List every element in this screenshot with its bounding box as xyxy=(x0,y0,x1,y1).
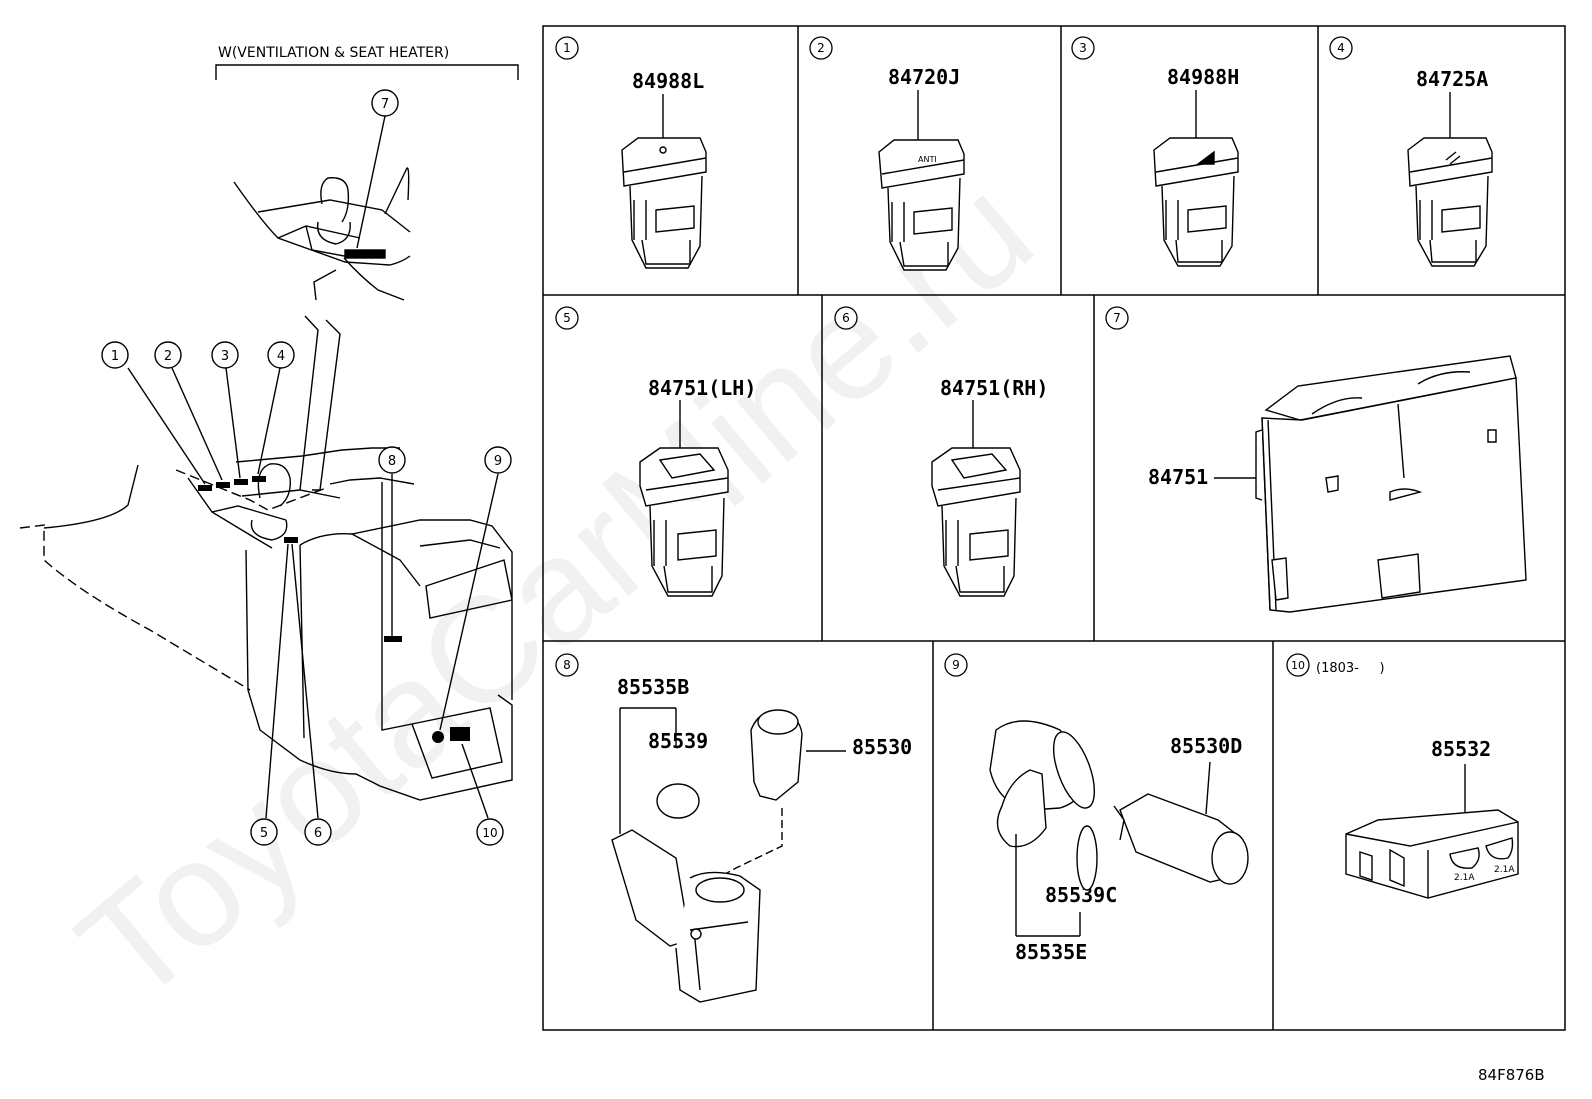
overview-callout-numbers: 1 2 3 4 5 6 7 8 9 10 xyxy=(111,97,502,841)
switch-panel-6 xyxy=(931,400,1021,597)
part-labels: 84988L 84720J 84988H 84725A 84751(LH) 84… xyxy=(617,65,1491,964)
socket-panel-9 xyxy=(989,720,1249,937)
callout-3 xyxy=(211,341,239,369)
callout-2 xyxy=(154,341,182,369)
panel-index-8: 8 xyxy=(563,658,571,672)
part-label-84988L: 84988L xyxy=(632,69,704,93)
svg-text:2: 2 xyxy=(164,349,172,364)
svg-text:6: 6 xyxy=(314,826,322,841)
overview-console xyxy=(19,315,513,819)
svg-text:ANTI: ANTI xyxy=(918,155,937,164)
callout-8 xyxy=(378,446,406,474)
switch-panel-2: ANTI xyxy=(878,90,965,271)
callout-4 xyxy=(267,341,295,369)
variant-label: W(VENTILATION & SEAT HEATER) xyxy=(218,45,449,61)
switch-panel-4 xyxy=(1407,92,1493,267)
svg-text:3: 3 xyxy=(221,349,229,364)
lighter-panel-8 xyxy=(611,707,846,1003)
svg-text:7: 7 xyxy=(381,97,389,112)
part-label-85535E: 85535E xyxy=(1015,940,1087,964)
usb-panel-10: 2.1A 2.1A xyxy=(1345,764,1519,899)
panel-index-4: 4 xyxy=(1337,41,1345,55)
panel-index-3: 3 xyxy=(1079,41,1087,55)
panel-index-7: 7 xyxy=(1113,311,1121,325)
callout-10 xyxy=(476,818,504,846)
switch-panel-3 xyxy=(1153,90,1239,267)
overview-inset: W(VENTILATION & SEAT HEATER) xyxy=(215,45,519,301)
switch-panel-5 xyxy=(639,400,729,597)
part-label-84751: 84751 xyxy=(1148,465,1208,489)
socket-label-1: 2.1A xyxy=(1454,873,1475,883)
part-label-85539C: 85539C xyxy=(1045,883,1117,907)
svg-text:9: 9 xyxy=(494,454,502,469)
callout-6 xyxy=(304,818,332,846)
panel-index-2: 2 xyxy=(817,41,825,55)
socket-label-2: 2.1A xyxy=(1494,865,1515,875)
svg-text:5: 5 xyxy=(260,826,268,841)
panel-indices: 1 2 3 4 5 6 7 8 9 10 xyxy=(555,36,1353,677)
part-label-84751-rh: 84751(RH) xyxy=(940,376,1048,400)
callout-9 xyxy=(484,446,512,474)
svg-text:8: 8 xyxy=(388,454,396,469)
part-label-84751-lh: 84751(LH) xyxy=(648,376,756,400)
svg-text:10: 10 xyxy=(482,826,497,840)
panel-10-note: (1803- ) xyxy=(1316,661,1385,676)
part-label-85539: 85539 xyxy=(648,729,708,753)
panel-index-1: 1 xyxy=(563,41,571,55)
part-label-84720J: 84720J xyxy=(888,65,960,89)
diagram-code: 84F876B xyxy=(1478,1066,1545,1084)
panel-index-6: 6 xyxy=(842,311,850,325)
panel-index-5: 5 xyxy=(563,311,571,325)
callout-7 xyxy=(371,89,399,117)
part-label-85532: 85532 xyxy=(1431,737,1491,761)
part-label-85530: 85530 xyxy=(852,735,912,759)
callout-1 xyxy=(101,341,129,369)
watermark: ToyotaCarMine.ru xyxy=(48,145,1063,1035)
part-label-85530D: 85530D xyxy=(1170,734,1242,758)
svg-text:4: 4 xyxy=(277,349,285,364)
panel-grid xyxy=(542,25,1566,1031)
svg-text:1: 1 xyxy=(111,349,119,364)
panel-index-9: 9 xyxy=(952,658,960,672)
callout-5 xyxy=(250,818,278,846)
panel-index-10: 10 xyxy=(1291,659,1305,672)
part-label-84988H: 84988H xyxy=(1167,65,1239,89)
switch-panel-1 xyxy=(621,94,707,269)
overview-callouts xyxy=(101,89,512,846)
module-panel-7 xyxy=(1214,355,1527,613)
part-label-84725A: 84725A xyxy=(1416,67,1488,91)
part-label-85535B: 85535B xyxy=(617,675,689,699)
